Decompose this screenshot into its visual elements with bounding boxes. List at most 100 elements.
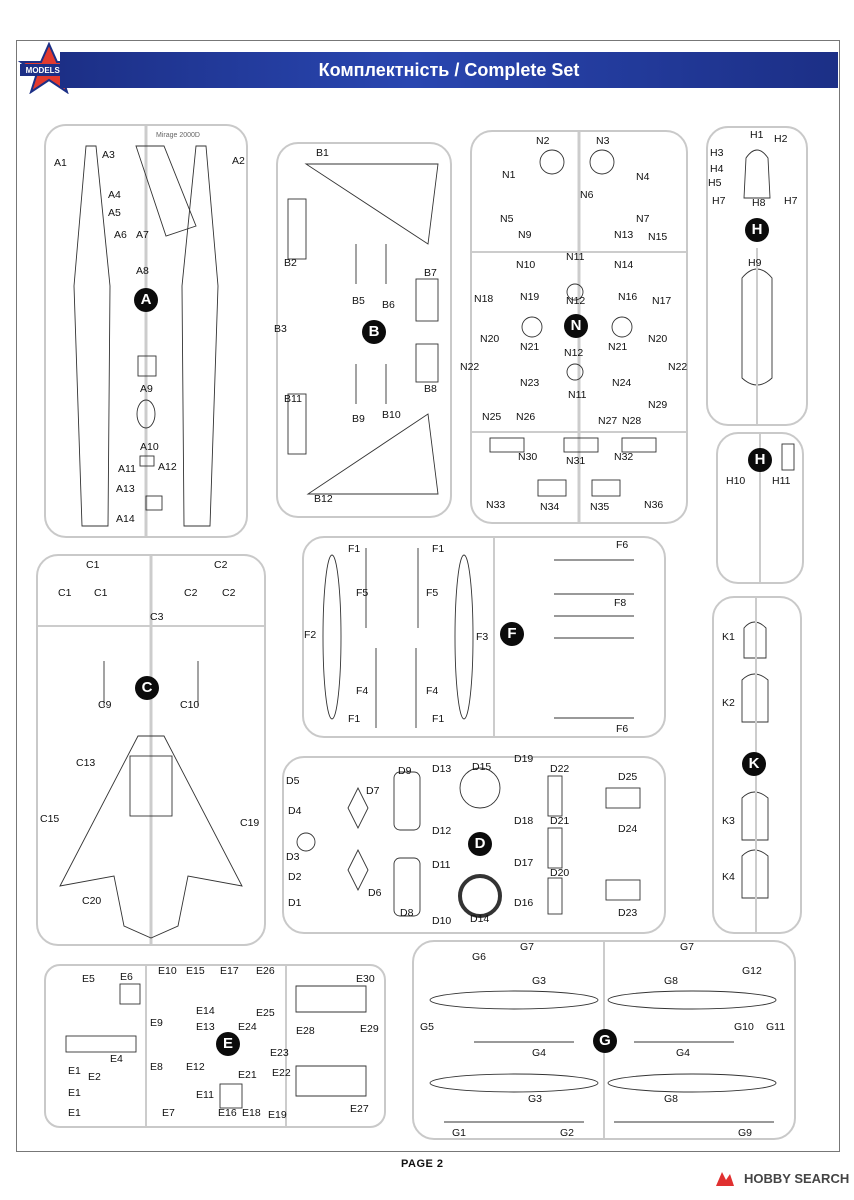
part-label: N10 [516,259,536,271]
sprue-h-parts [741,149,773,424]
part-label: N17 [652,295,672,307]
part-label: N21 [520,341,540,353]
part-label: N1 [502,169,516,181]
sprue-e-parts [65,966,367,1126]
part-label: E11 [196,1089,214,1101]
part-label: D22 [550,763,570,775]
part-label: A4 [108,189,121,201]
part-label: D17 [514,857,534,869]
part-label: E7 [162,1107,175,1119]
part-label: E4 [110,1053,123,1065]
part-label: A6 [114,229,127,241]
logo-text: MODELSVIT [25,66,73,75]
part-label: C1 [58,587,72,599]
part-label: F4 [356,685,369,697]
part-label: N5 [500,213,514,225]
part-label: C1 [86,559,100,571]
part-label: A7 [136,229,149,241]
part-label: E16 [218,1107,237,1119]
part-label: H1 [750,129,764,141]
part-label: G5 [420,1021,435,1033]
part-label: D14 [470,913,490,925]
part-label: G7 [520,941,535,953]
part-label: C3 [150,611,164,623]
part-label: N20 [648,333,668,345]
part-label: H9 [748,257,762,269]
part-label: H4 [710,163,724,175]
part-label: B7 [424,267,437,279]
part-label: D25 [618,771,638,783]
part-label: G11 [766,1021,786,1033]
part-label: E24 [238,1021,257,1033]
part-label: A5 [108,207,121,219]
part-label: N6 [580,189,594,201]
part-label: E17 [220,965,239,977]
sprue-b: B B1 B2 B3 B7 B5 B6 B8 B9 B10 B11 B12 [274,142,452,518]
part-label: N18 [474,293,494,305]
part-label: F1 [348,543,361,555]
part-label: E21 [238,1069,257,1081]
part-label: F1 [432,543,445,555]
part-label: E29 [360,1023,379,1035]
part-label: C2 [184,587,198,599]
part-label: D13 [432,763,452,775]
part-label: C20 [82,895,102,907]
sprue-h-upper: H H1 H2 H3 H4 H5 H7 H8 H7 H9 [706,126,808,426]
part-label: N15 [648,231,668,243]
part-label: E12 [186,1061,205,1073]
part-label: E15 [186,965,205,977]
part-label: E30 [356,973,375,985]
part-label: E27 [350,1103,369,1115]
part-label: D2 [288,871,302,883]
part-label: E9 [150,1017,163,1029]
part-label: A14 [116,513,135,525]
part-label: E6 [120,971,133,983]
part-label: B5 [352,295,365,307]
part-label: H5 [708,177,722,189]
part-label: E1 [68,1087,81,1099]
part-label: E18 [242,1107,261,1119]
part-label: B2 [284,257,297,269]
part-label: F4 [426,685,439,697]
part-label: G4 [676,1047,691,1059]
part-label: E1 [68,1065,81,1077]
sprue-h-badge: H [745,218,769,242]
sprue-c-parts [38,556,264,944]
part-label: D21 [550,815,570,827]
sprue-f-badge: F [500,622,524,646]
part-label: N14 [614,259,634,271]
part-label: E14 [196,1005,215,1017]
sprue-f-parts [322,538,634,736]
sprue-a-badge: A [134,288,158,312]
sprue-h2-badge: H [748,448,772,472]
part-label: N12 [566,295,586,307]
part-label: E2 [88,1071,101,1083]
part-label: A13 [116,483,135,495]
part-label: N22 [460,361,480,373]
part-label: F6 [616,723,629,735]
part-label: B1 [316,147,329,159]
part-label: E8 [150,1061,163,1073]
part-label: E5 [82,973,95,985]
part-label: C15 [40,813,60,825]
part-label: A8 [136,265,149,277]
part-label: G9 [738,1127,753,1139]
part-label: N11 [568,389,587,401]
part-label: N16 [618,291,638,303]
sprue-d-badge: D [468,832,492,856]
part-label: D5 [286,775,300,787]
part-label: C10 [180,699,200,711]
part-label: D12 [432,825,452,837]
sprue-b-badge: B [362,320,386,344]
part-label: D6 [368,887,382,899]
part-label: G10 [734,1021,754,1033]
part-label: H7 [784,195,798,207]
part-label: N7 [636,213,650,225]
sprue-c-badge: C [135,676,159,700]
part-label: G4 [532,1047,547,1059]
part-label: D19 [514,753,534,765]
part-label: N12 [564,347,584,359]
part-label: N11 [566,251,585,263]
part-label: E1 [68,1107,81,1119]
part-label: G3 [532,975,547,987]
